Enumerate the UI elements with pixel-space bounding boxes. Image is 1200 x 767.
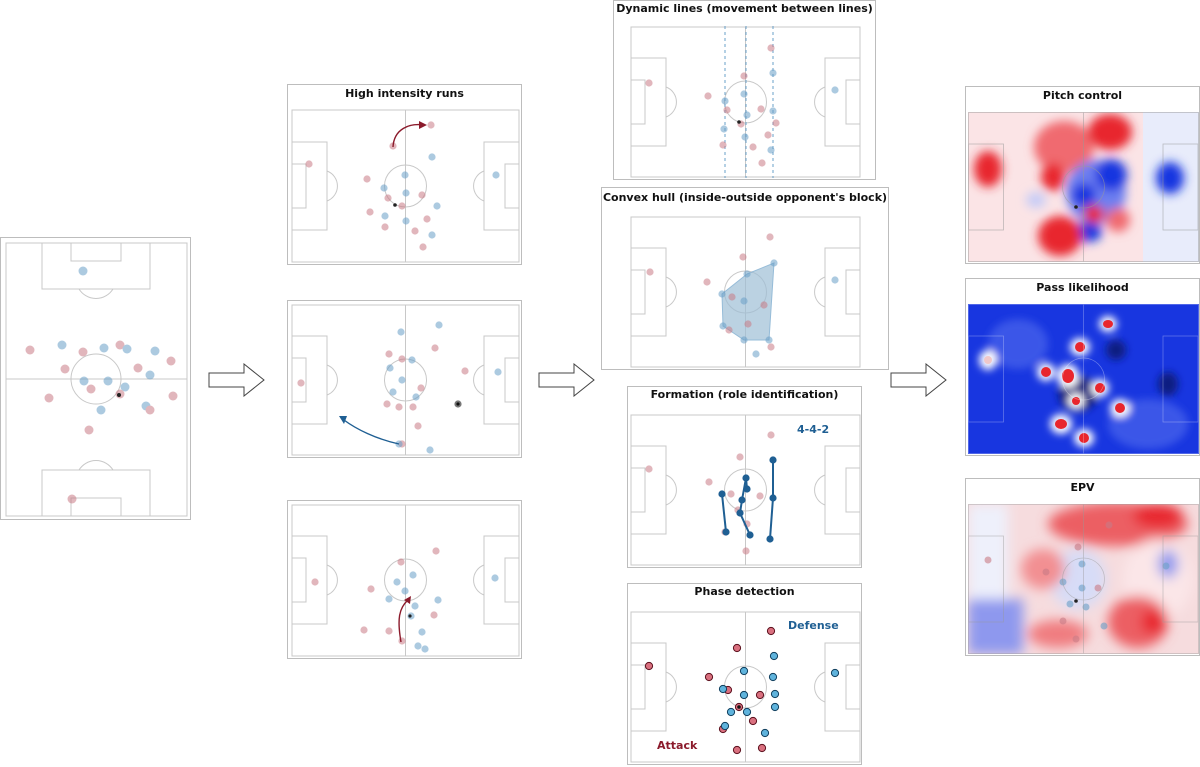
- attack-label: Attack: [657, 739, 698, 752]
- epv-panel: EPV: [965, 478, 1200, 656]
- pitch: [291, 504, 520, 657]
- panel-title: Formation (role identification): [650, 388, 839, 401]
- ball-marker: [456, 402, 460, 406]
- formation-links: [721, 460, 774, 540]
- stage-arrow: [890, 363, 947, 397]
- arrowhead-icon: [339, 416, 347, 424]
- attack-team-players: [644, 626, 776, 755]
- ball-marker: [737, 705, 741, 709]
- dynamic-lines-panel: Dynamic lines (movement between lines): [613, 0, 876, 180]
- formation-panel: Formation (role identification): [627, 386, 862, 568]
- epv-heatmap: [968, 504, 1199, 654]
- carry-trajectory: [343, 419, 400, 445]
- panel-title: EPV: [1070, 481, 1095, 494]
- pitch: [291, 109, 520, 263]
- input-tracking-panel: [0, 237, 191, 520]
- panel-title: High intensity runs: [345, 87, 464, 100]
- panel-title: Pitch control: [1042, 89, 1123, 102]
- pass-likelihood-heatmap: [968, 304, 1199, 454]
- arrowhead-icon: [404, 596, 411, 604]
- panel-title: Dynamic lines (movement between lines): [616, 2, 873, 15]
- high-intensity-runs-panel: High intensity runs: [287, 84, 522, 265]
- run-trajectory: [398, 599, 409, 643]
- pass-event-panel: [287, 300, 522, 458]
- convex-hull-panel: Convex hull (inside-outside opponent's b…: [601, 187, 889, 370]
- pass-likelihood-panel: Pass likelihood: [965, 278, 1200, 456]
- defense-label: Defense: [788, 619, 839, 632]
- pitch-control-heatmap: [968, 112, 1199, 262]
- panel-title: Pass likelihood: [1036, 281, 1129, 294]
- phase-detection-panel: Phase detection: [627, 583, 862, 765]
- pitch: [630, 26, 861, 178]
- pitch: [630, 414, 861, 566]
- ball-marker: [393, 203, 397, 207]
- panel-title: Phase detection: [694, 585, 795, 598]
- ball-marker: [737, 120, 741, 124]
- pitch: [630, 611, 861, 763]
- pitch: [630, 216, 861, 368]
- defense-team-players: [718, 651, 840, 738]
- panel-title: Convex hull (inside-outside opponent's b…: [602, 191, 888, 204]
- run-event-panel: [287, 500, 522, 659]
- stage-arrow: [208, 363, 265, 397]
- defensive-line-markers: [724, 26, 774, 178]
- ball-marker: [117, 393, 121, 397]
- arrowhead-icon: [419, 121, 427, 129]
- input-pitch-vertical: [5, 242, 188, 517]
- ball-marker: [408, 614, 412, 618]
- formation-label: 4-4-2: [797, 423, 830, 436]
- pitch-control-panel: Pitch control: [965, 86, 1200, 264]
- pitch: [291, 304, 520, 456]
- stage-arrow: [538, 363, 595, 397]
